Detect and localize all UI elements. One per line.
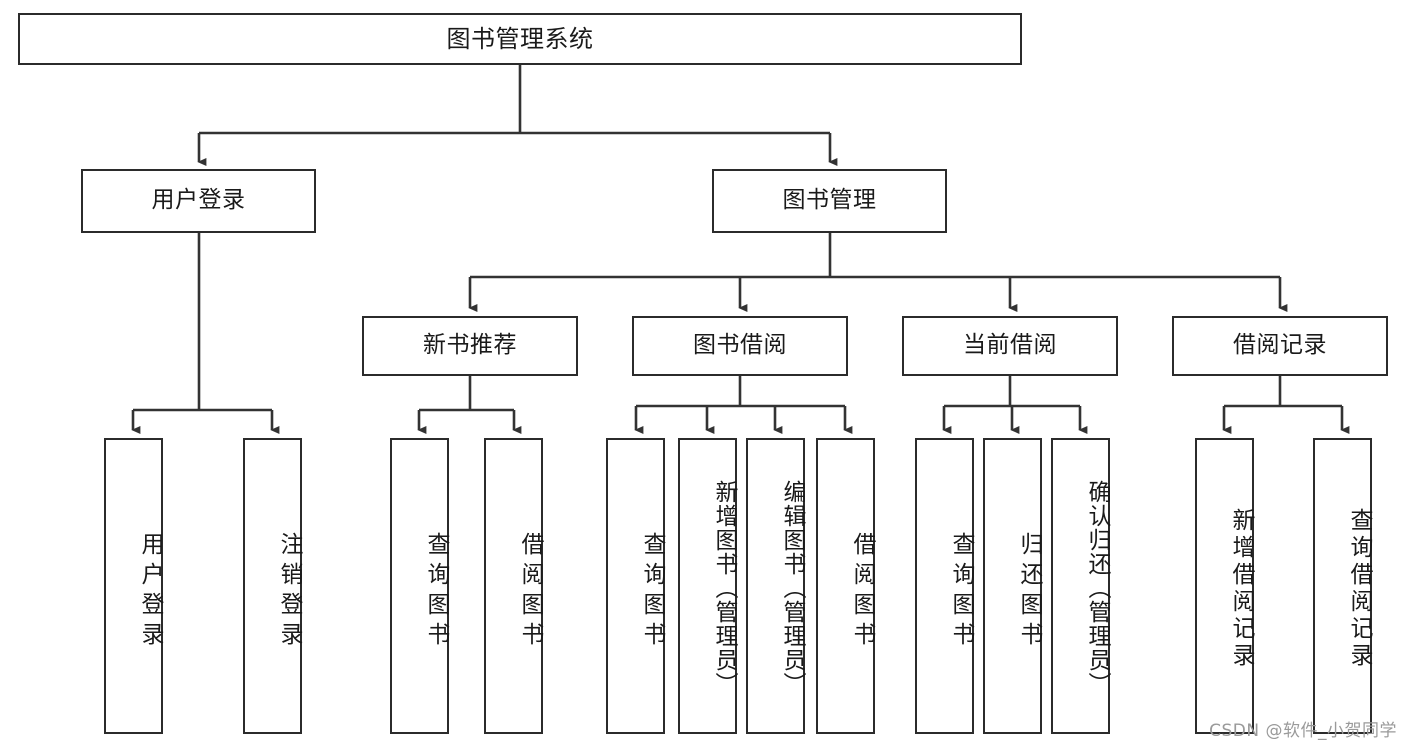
- node-borrow-record[interactable]: 借阅记录: [1172, 316, 1388, 376]
- node-leaf-user-login[interactable]: 用户登录: [104, 438, 163, 734]
- node-leaf-borrow-book-2[interactable]: 借阅图书: [816, 438, 875, 734]
- node-leaf-return-book[interactable]: 归还图书: [983, 438, 1042, 734]
- node-leaf-query-book-2[interactable]: 查询图书: [606, 438, 665, 734]
- node-leaf-logout[interactable]: 注销登录: [243, 438, 302, 734]
- node-leaf-borrow-book-1[interactable]: 借阅图书: [484, 438, 543, 734]
- node-book-management[interactable]: 图书管理: [712, 169, 947, 233]
- node-leaf-query-record[interactable]: 查询借阅记录: [1313, 438, 1372, 734]
- watermark-text: CSDN @软件_小贺同学: [1209, 721, 1397, 741]
- node-book-borrow[interactable]: 图书借阅: [632, 316, 848, 376]
- node-new-book-recommend[interactable]: 新书推荐: [362, 316, 578, 376]
- node-leaf-edit-book[interactable]: 编辑图书（管理员）: [746, 438, 805, 734]
- node-user-login[interactable]: 用户登录: [81, 169, 316, 233]
- node-current-borrow[interactable]: 当前借阅: [902, 316, 1118, 376]
- node-leaf-confirm-return[interactable]: 确认归还（管理员）: [1051, 438, 1110, 734]
- node-leaf-query-book-3[interactable]: 查询图书: [915, 438, 974, 734]
- node-root-system[interactable]: 图书管理系统: [18, 13, 1022, 65]
- node-leaf-add-record[interactable]: 新增借阅记录: [1195, 438, 1254, 734]
- node-leaf-add-book[interactable]: 新增图书（管理员）: [678, 438, 737, 734]
- node-leaf-query-book-1[interactable]: 查询图书: [390, 438, 449, 734]
